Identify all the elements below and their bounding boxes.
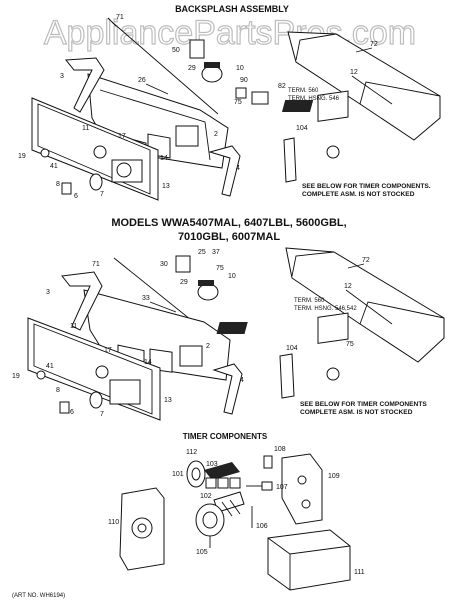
leader-lines: [145, 47, 393, 325]
label-top-8: 8: [56, 181, 60, 188]
label-timer-110: 110: [108, 519, 119, 526]
label-timer-108: 108: [274, 446, 286, 453]
mid-timer-note-2: COMPLETE ASM. IS NOT STOCKED: [300, 409, 413, 416]
label-mid-14: 14: [144, 359, 152, 366]
label-top-12: 12: [350, 69, 358, 76]
label-mid-75b: 75: [346, 341, 354, 348]
top-term-note-1: TERM. 560: [288, 88, 319, 94]
label-mid-8: 8: [56, 387, 60, 394]
label-mid-33: 33: [142, 295, 150, 302]
label-timer-111: 111: [354, 569, 365, 576]
label-timer-109: 109: [328, 473, 340, 480]
models-title-line1: MODELS WWA5407MAL, 6407LBL, 5600GBL,: [111, 217, 346, 229]
label-top-13: 13: [162, 183, 170, 190]
label-mid-3: 3: [46, 289, 50, 296]
backsplash-title: BACKSPLASH ASSEMBLY: [175, 4, 289, 14]
label-mid-71: 71: [92, 261, 100, 268]
label-top-50: 50: [172, 47, 180, 54]
label-top-2: 2: [214, 131, 218, 138]
label-top-3: 3: [60, 73, 64, 80]
label-mid-25: 25: [198, 249, 206, 256]
label-mid-19: 19: [12, 373, 20, 380]
label-top-19: 19: [18, 153, 26, 160]
top-assembly-drawing: [31, 17, 441, 201]
watermark: AppliancePartsPros.com: [44, 14, 416, 52]
label-top-7: 7: [100, 191, 104, 198]
label-mid-13: 13: [164, 397, 172, 404]
label-mid-37: 37: [212, 249, 220, 256]
label-mid-10: 10: [228, 273, 236, 280]
label-mid-2: 2: [206, 343, 210, 350]
label-top-26: 26: [138, 77, 146, 84]
label-top-72: 72: [370, 41, 378, 48]
label-top-71: 71: [116, 14, 124, 21]
timer-labels: 112 108 101 103 109 102 107 110 106 105 …: [108, 446, 365, 576]
label-top-90: 90: [240, 77, 248, 84]
label-mid-11: 11: [70, 323, 77, 330]
models-title-line2: 7010GBL, 6007MAL: [178, 231, 280, 243]
label-mid-75: 75: [216, 265, 224, 272]
label-top-41: 41: [50, 163, 58, 170]
label-top-75: 75: [234, 99, 242, 106]
label-mid-104: 104: [286, 345, 298, 352]
top-labels: 71 50 29 10 90 82 72 12 26 3 75 2 11 17 …: [18, 14, 378, 200]
label-timer-112: 112: [186, 449, 197, 456]
label-mid-6: 6: [70, 409, 74, 416]
label-top-10: 10: [236, 65, 244, 72]
label-timer-106: 106: [256, 523, 268, 530]
mid-timer-note-1: SEE BELOW FOR TIMER COMPONENTS: [300, 401, 427, 408]
mid-term-note-1: TERM. 560: [294, 298, 325, 304]
label-mid-30: 30: [160, 261, 168, 268]
middle-labels: 71 25 37 30 75 10 29 72 12 3 33 2 11 17 …: [12, 249, 370, 418]
label-mid-41: 41: [46, 363, 54, 370]
label-timer-102: 102: [200, 493, 212, 500]
label-mid-7: 7: [100, 411, 104, 418]
top-timer-note-1: SEE BELOW FOR TIMER COMPONENTS.: [302, 183, 431, 190]
label-top-11: 11: [82, 125, 89, 132]
label-timer-103: 103: [206, 461, 218, 468]
middle-assembly-drawing: [27, 247, 445, 421]
label-mid-12: 12: [344, 283, 352, 290]
mid-term-note-2: TERM. HSNG. 546,542: [294, 306, 357, 312]
label-mid-4: 4: [240, 377, 244, 384]
label-mid-72: 72: [362, 257, 370, 264]
label-timer-107: 107: [276, 484, 288, 491]
timer-components-drawing: [119, 453, 351, 591]
label-top-17: 17: [118, 133, 126, 140]
label-top-4: 4: [236, 165, 240, 172]
label-timer-101: 101: [172, 471, 184, 478]
art-number: (ART NO. WH6194): [12, 593, 65, 599]
label-top-104: 104: [296, 125, 308, 132]
label-mid-17: 17: [104, 347, 112, 354]
label-top-14: 14: [160, 155, 168, 162]
label-mid-29: 29: [180, 279, 188, 286]
top-term-note-2: TERM. HSNG. 546: [288, 96, 340, 102]
top-timer-note-2: COMPLETE ASM. IS NOT STOCKED: [302, 191, 415, 198]
label-top-6: 6: [74, 193, 78, 200]
label-top-82: 82: [278, 83, 286, 90]
label-top-29: 29: [188, 65, 196, 72]
timer-title: TIMER COMPONENTS: [183, 432, 268, 441]
label-timer-105: 105: [196, 549, 208, 556]
